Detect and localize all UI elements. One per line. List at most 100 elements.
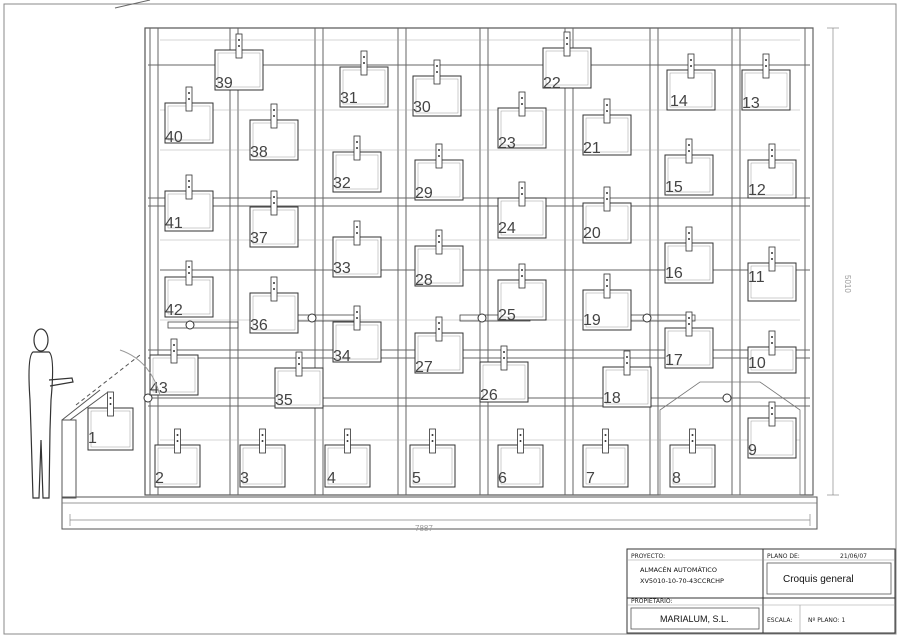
bin-number: 41: [165, 215, 183, 232]
proyecto-label: PROYECTO:: [631, 553, 665, 560]
bin-number: 8: [672, 470, 681, 487]
storage-bin-32: 32: [332, 135, 382, 193]
storage-bin-30: 30: [412, 59, 462, 117]
bin-number: 6: [498, 470, 507, 487]
drawing-title: Croquis general: [783, 574, 854, 585]
storage-bin-42: 42: [164, 260, 214, 319]
storage-bin-4: 4: [324, 428, 371, 488]
plano-de-label: PLANO DE:: [767, 553, 800, 560]
storage-bin-3: 3: [239, 428, 286, 488]
storage-bin-41: 41: [164, 174, 214, 232]
rack-column: [564, 28, 574, 495]
storage-bin-34: 34: [332, 305, 382, 365]
sheet-border: [3, 3, 897, 635]
storage-bin-23: 23: [497, 91, 547, 152]
shuttle-mechanism: [624, 313, 696, 323]
bin-number: 39: [215, 75, 233, 92]
drawing-date: 21/06/07: [840, 553, 867, 560]
bin-number: 34: [333, 348, 351, 365]
storage-bin-27: 27: [414, 316, 464, 376]
storage-bin-12: 12: [747, 143, 797, 199]
storage-bin-7: 7: [582, 428, 629, 488]
storage-bin-22: 22: [542, 31, 592, 92]
bin-number: 37: [250, 230, 268, 247]
height-dimension-label: 5010: [843, 275, 852, 293]
storage-bin-33: 33: [332, 220, 382, 278]
bin-number: 40: [165, 129, 183, 146]
bin-number: 43: [150, 380, 168, 397]
bin-number: 25: [498, 307, 516, 324]
base-platform: [61, 496, 818, 530]
bin-number: 3: [240, 470, 249, 487]
storage-bin-21: 21: [582, 98, 632, 157]
plano-number: Nº PLANO: 1: [808, 617, 845, 624]
rack-column: [804, 28, 814, 495]
bin-number: 18: [603, 390, 621, 407]
human-figure: [28, 328, 74, 499]
bin-number: 14: [670, 93, 688, 110]
storage-bin-18: 18: [602, 350, 652, 408]
bin-number: 10: [748, 355, 766, 372]
escala-label: ESCALA:: [767, 617, 792, 624]
corner-mark: [114, 0, 151, 9]
bin-number: 36: [250, 317, 268, 334]
rack-column: [229, 28, 239, 495]
storage-bin-10: 10: [747, 330, 797, 374]
bin-number: 13: [742, 95, 760, 112]
storage-bin-43: 43: [149, 338, 199, 397]
bin-number: 15: [665, 179, 683, 196]
height-dimension: 5010: [827, 27, 852, 496]
storage-bin-5: 5: [409, 428, 456, 488]
bin-number: 1: [88, 430, 97, 447]
bin-number: 9: [748, 442, 757, 459]
title-block: PROYECTO: ALMACÉN AUTOMÁTICO XV5010-10-7…: [626, 548, 896, 634]
width-dimension-label: 7887: [415, 524, 433, 533]
storage-bin-13: 13: [741, 53, 791, 112]
rack-column: [731, 28, 741, 495]
storage-bin-24: 24: [497, 181, 547, 239]
bin-number: 21: [583, 140, 601, 157]
bin-number: 33: [333, 260, 351, 277]
bin-number: 32: [333, 175, 351, 192]
rack-column: [479, 28, 489, 495]
pivot: [722, 393, 732, 403]
storage-bin-17: 17: [664, 311, 714, 369]
bin-number: 29: [415, 185, 433, 202]
bin-number: 30: [413, 99, 431, 116]
storage-bin-26: 26: [479, 345, 529, 404]
storage-bin-19: 19: [582, 273, 632, 331]
bin-number: 19: [583, 312, 601, 329]
bin-number: 23: [498, 135, 516, 152]
storage-bin-29: 29: [414, 143, 464, 202]
rack-column: [649, 28, 659, 495]
loading-ramp: [61, 349, 161, 499]
bin-number: 24: [498, 220, 516, 237]
storage-bin-1: 1: [87, 391, 134, 451]
bin-number: 4: [327, 470, 336, 487]
storage-bin-35: 35: [274, 351, 324, 409]
storage-bin-39: 39: [214, 33, 264, 92]
storage-bin-15: 15: [664, 138, 714, 196]
storage-bin-25: 25: [497, 263, 547, 324]
storage-bin-14: 14: [666, 53, 716, 111]
storage-bin-28: 28: [414, 229, 464, 289]
storage-bin-31: 31: [339, 50, 389, 108]
bin-number: 38: [250, 144, 268, 161]
bin-number: 27: [415, 359, 433, 376]
bin-number: 11: [748, 269, 765, 286]
bin-number: 2: [155, 470, 164, 487]
storage-bin-38: 38: [249, 103, 299, 161]
bin-number: 35: [275, 392, 293, 409]
shuttle-mechanism: [289, 313, 361, 323]
storage-bin-2: 2: [154, 428, 201, 488]
owner-name: MARIALUM, S.L.: [660, 614, 729, 624]
bin-number: 5: [412, 470, 421, 487]
storage-bin-11: 11: [747, 246, 797, 302]
bin-number: 17: [665, 352, 683, 369]
bin-number: 26: [480, 387, 498, 404]
propietario-label: PROPIETARIO:: [631, 598, 673, 605]
rack-column: [149, 28, 159, 495]
pivot: [143, 393, 153, 403]
bin-number: 12: [748, 182, 766, 199]
